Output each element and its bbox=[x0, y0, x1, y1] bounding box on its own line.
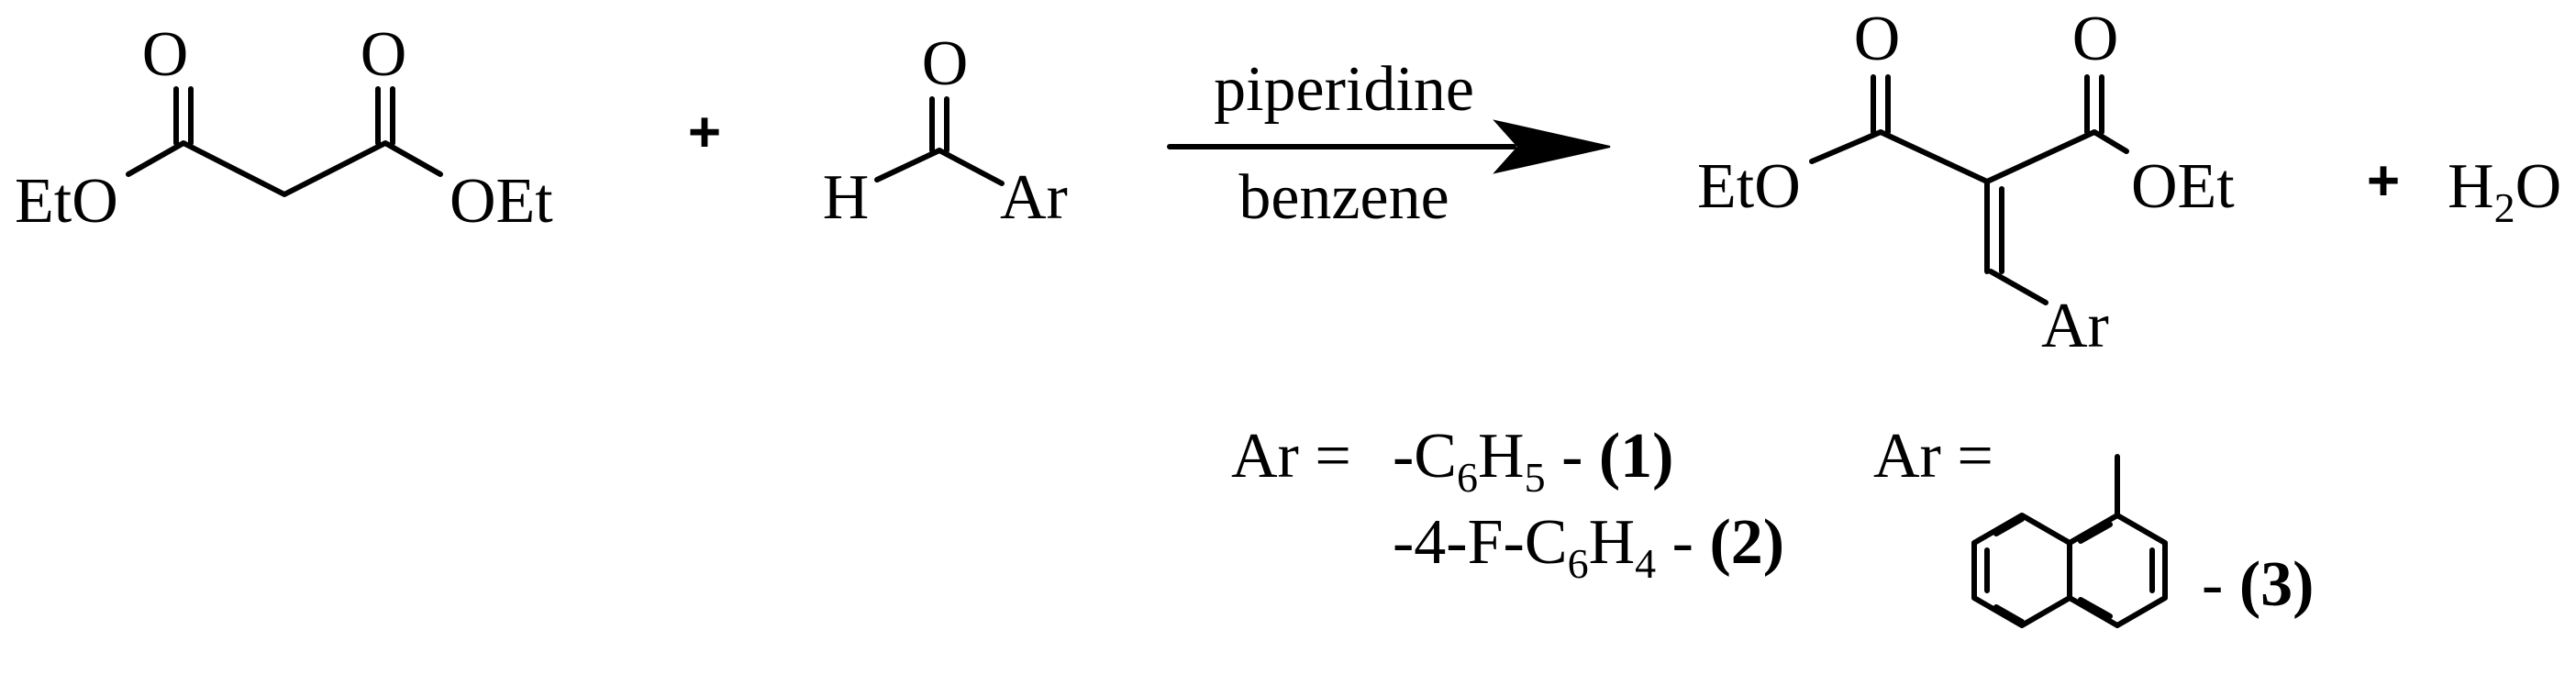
product-oxygen-right: O bbox=[2072, 4, 2119, 74]
naphthyl-dbond-2 bbox=[1993, 516, 2025, 536]
ar-equals-label-1: Ar = bbox=[1231, 421, 1351, 492]
ar-option-phenyl: -C6H5 - (1) bbox=[1393, 421, 1674, 501]
aldehyde-oxygen: O bbox=[922, 28, 969, 99]
malonate-oxygen-right: O bbox=[361, 19, 407, 90]
naphthyl-dbond-3 bbox=[1993, 604, 2025, 624]
product-backbone bbox=[1809, 129, 2129, 184]
naphthyl-dbond-6 bbox=[2078, 597, 2113, 619]
malonate-oet-label: OEt bbox=[450, 166, 553, 237]
ar-definitions: Ar = -C6H5 - (1) -4-F-C6H4 - (2) Ar = - … bbox=[1231, 421, 2314, 628]
product-ar-label: Ar bbox=[2041, 291, 2109, 361]
product-ch-ar-bond bbox=[1988, 269, 2049, 305]
product-oet-label: OEt bbox=[2131, 151, 2235, 222]
aryl-aldehyde: O H Ar bbox=[823, 28, 1068, 233]
reaction-arrow: piperidine benzene bbox=[1167, 54, 1611, 233]
diethyl-malonate: O O EtO OEt bbox=[15, 19, 553, 237]
malonate-eto-label: EtO bbox=[15, 166, 118, 237]
malonate-oxygen-left: O bbox=[142, 19, 189, 90]
aldehyde-hydrogen: H bbox=[823, 162, 870, 233]
knoevenagel-product: O O EtO OEt Ar bbox=[1697, 4, 2235, 361]
ar-option-naphthyl-label: - (3) bbox=[2202, 549, 2314, 620]
condition-catalyst: piperidine bbox=[1214, 54, 1474, 125]
naphthyl-dbond-5 bbox=[2078, 522, 2113, 544]
malonate-backbone bbox=[126, 140, 443, 197]
aldehyde-backbone bbox=[874, 148, 1005, 186]
aldehyde-ar-label: Ar bbox=[1000, 162, 1068, 233]
naphthyl-structure bbox=[1971, 454, 2168, 628]
ar-equals-label-2: Ar = bbox=[1873, 421, 1993, 492]
ar-option-fluorophenyl: -4-F-C6H4 - (2) bbox=[1393, 507, 1784, 587]
plus-sign-1: + bbox=[688, 101, 721, 164]
arrow-head bbox=[1493, 119, 1611, 174]
water-formula: H2O bbox=[2448, 151, 2561, 231]
product-oxygen-left: O bbox=[1854, 4, 1901, 74]
condition-solvent: benzene bbox=[1238, 162, 1449, 233]
product-eto-label: EtO bbox=[1697, 151, 1801, 222]
plus-sign-2: + bbox=[2367, 149, 2400, 213]
